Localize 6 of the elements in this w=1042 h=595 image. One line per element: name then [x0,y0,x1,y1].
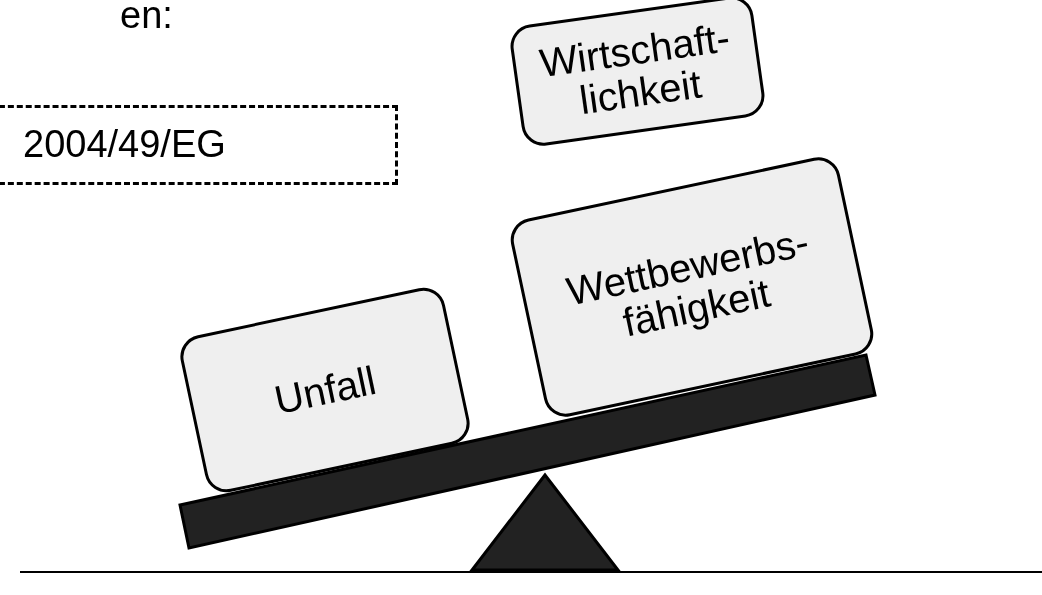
block-label: Unfall [270,358,380,422]
block-label: 2004/49/EG [23,125,226,165]
heading-text: en: [120,0,173,34]
block-label: Wettbewerbs- fähigkeit [561,218,814,347]
dashed-box [0,105,398,185]
block-label: Wirtschaft- lichkeit [535,14,734,125]
